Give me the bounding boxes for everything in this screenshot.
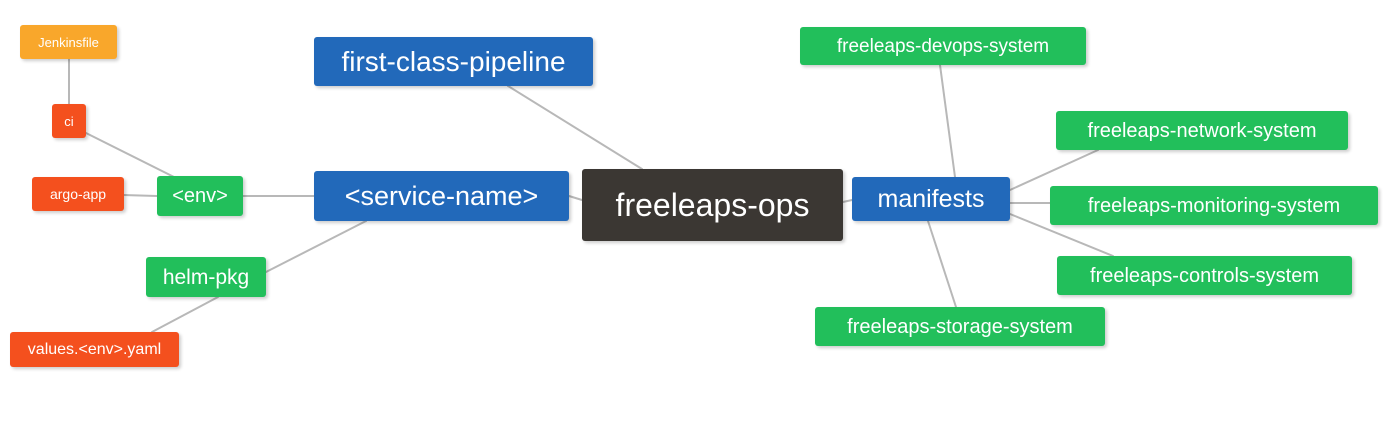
node-freeleaps-ops[interactable]: freeleaps-ops — [582, 169, 843, 241]
node-service-name[interactable]: <service-name> — [314, 171, 569, 221]
node-ci[interactable]: ci — [52, 104, 86, 138]
edge-argo-app-to-env — [123, 194, 158, 197]
node-label-argo-app: argo-app — [49, 186, 107, 202]
node-label-values-env-yaml: values.<env>.yaml — [27, 340, 162, 358]
node-label-first-class-pipeline: first-class-pipeline — [341, 45, 566, 77]
node-freeleaps-storage-system[interactable]: freeleaps-storage-system — [815, 307, 1105, 346]
node-freeleaps-monitoring-system[interactable]: freeleaps-monitoring-system — [1050, 186, 1378, 225]
node-label-freeleaps-controls-system: freeleaps-controls-system — [1090, 264, 1319, 287]
node-values-env-yaml[interactable]: values.<env>.yaml — [10, 332, 179, 367]
node-label-freeleaps-ops: freeleaps-ops — [615, 187, 810, 223]
edge-service-name-to-freeleaps-ops — [568, 195, 583, 201]
node-first-class-pipeline[interactable]: first-class-pipeline — [314, 37, 593, 86]
node-argo-app[interactable]: argo-app — [32, 177, 124, 211]
edge-manifests-to-freeleaps-devops-system — [939, 64, 956, 178]
edge-manifests-to-freeleaps-network-system — [1009, 149, 1099, 191]
node-jenkinsfile[interactable]: Jenkinsfile — [20, 25, 117, 59]
node-env[interactable]: <env> — [157, 176, 243, 216]
edge-freeleaps-ops-to-manifests — [842, 199, 853, 203]
node-label-manifests: manifests — [877, 184, 985, 213]
node-label-ci: ci — [64, 113, 74, 129]
node-label-freeleaps-monitoring-system: freeleaps-monitoring-system — [1087, 194, 1341, 217]
node-label-service-name: <service-name> — [344, 180, 539, 211]
node-manifests[interactable]: manifests — [852, 177, 1010, 221]
edge-ci-to-env — [85, 132, 177, 179]
node-label-freeleaps-devops-system: freeleaps-devops-system — [836, 35, 1050, 57]
node-label-freeleaps-storage-system: freeleaps-storage-system — [847, 315, 1073, 338]
node-freeleaps-controls-system[interactable]: freeleaps-controls-system — [1057, 256, 1352, 295]
node-label-freeleaps-network-system: freeleaps-network-system — [1087, 119, 1317, 142]
node-label-env: <env> — [172, 185, 228, 207]
node-helm-pkg[interactable]: helm-pkg — [146, 257, 266, 297]
edge-values-env-yaml-to-helm-pkg — [151, 296, 219, 333]
node-label-jenkinsfile: Jenkinsfile — [38, 34, 99, 50]
node-freeleaps-devops-system[interactable]: freeleaps-devops-system — [800, 27, 1086, 65]
edge-helm-pkg-to-service-name — [265, 220, 367, 273]
edge-manifests-to-freeleaps-storage-system — [927, 220, 957, 308]
edge-first-class-pipeline-to-freeleaps-ops — [507, 85, 643, 170]
node-label-helm-pkg: helm-pkg — [162, 265, 250, 289]
node-freeleaps-network-system[interactable]: freeleaps-network-system — [1056, 111, 1348, 150]
